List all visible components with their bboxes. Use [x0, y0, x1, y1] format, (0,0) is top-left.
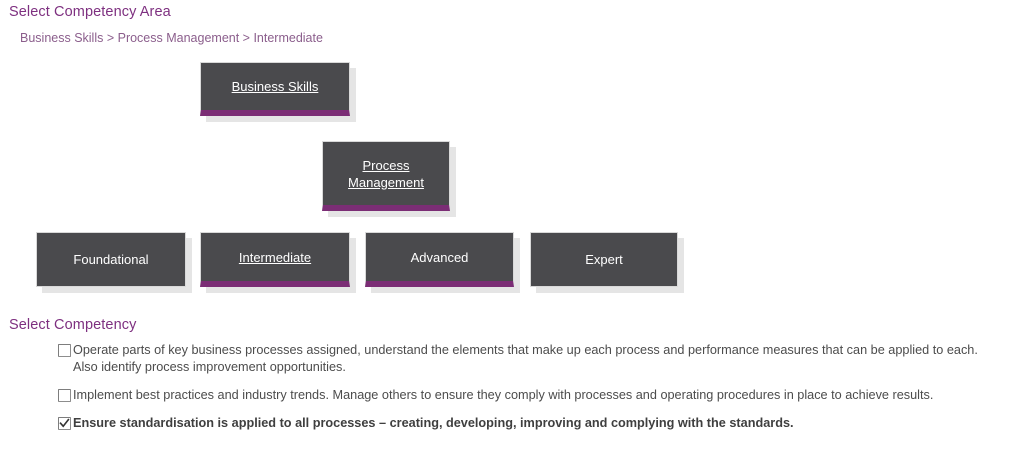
tab-intermediate[interactable]: Intermediate: [200, 232, 350, 287]
tab-business-skills[interactable]: Business Skills: [200, 62, 350, 116]
tab-foundational[interactable]: Foundational: [36, 232, 186, 287]
breadcrumb: Business Skills > Process Management > I…: [20, 31, 323, 45]
tab-expert[interactable]: Expert: [530, 232, 678, 287]
list-item[interactable]: Operate parts of key business processes …: [58, 342, 1002, 376]
list-item[interactable]: Implement best practices and industry tr…: [58, 387, 1002, 404]
list-item[interactable]: Ensure standardisation is applied to all…: [58, 415, 1002, 432]
list-item-label: Implement best practices and industry tr…: [73, 388, 934, 402]
competency-list: Operate parts of key business processes …: [58, 342, 1002, 443]
list-item-label: Operate parts of key business processes …: [73, 343, 978, 374]
checkbox-icon-checked[interactable]: [58, 417, 71, 430]
checkbox-icon[interactable]: [58, 344, 71, 357]
tab-advanced-label: Advanced: [410, 249, 469, 265]
checkbox-icon[interactable]: [58, 389, 71, 402]
tab-advanced[interactable]: Advanced: [365, 232, 514, 287]
tab-process-management-line1: Process: [362, 157, 410, 173]
tab-business-skills-label: Business Skills: [231, 79, 319, 94]
page-title-select-competency-area: Select Competency Area: [9, 4, 171, 20]
tab-intermediate-label: Intermediate: [238, 249, 312, 265]
tab-foundational-label: Foundational: [73, 252, 149, 267]
page-title-select-competency: Select Competency: [9, 317, 137, 333]
tab-process-management-line2: Management: [348, 174, 424, 190]
tab-expert-label: Expert: [585, 252, 623, 267]
list-item-label: Ensure standardisation is applied to all…: [73, 416, 794, 430]
